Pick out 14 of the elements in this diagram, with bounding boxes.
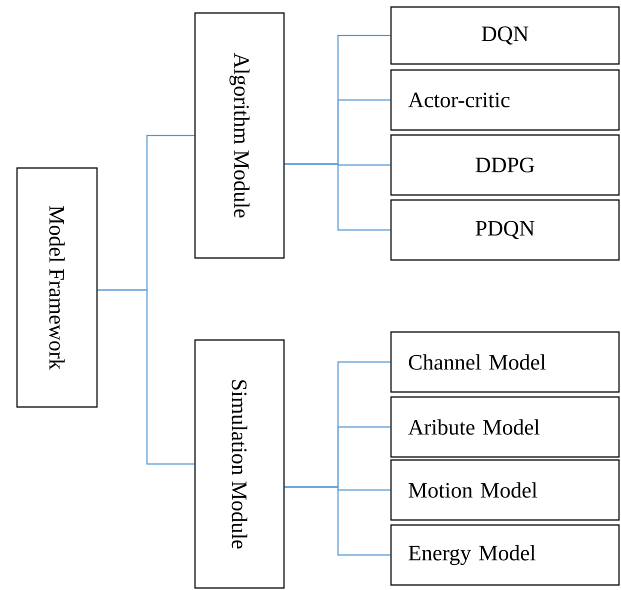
leaf-box: Energy Model — [390, 524, 620, 586]
leaf-box: DQN — [390, 6, 620, 65]
connector-line — [98, 289, 194, 465]
leaf-box: PDQN — [390, 199, 620, 261]
leaf-box: Motion Model — [390, 459, 620, 521]
leaf-box: Actor-critic — [390, 69, 620, 131]
leaf-box: Channel Model — [390, 331, 620, 393]
module-box: Algorithm Module — [194, 12, 285, 259]
module-box: Simulation Module — [194, 339, 285, 589]
connector-line — [284, 486, 390, 556]
leaf-box: DDPG — [390, 134, 620, 196]
root-box: Model Framework — [16, 167, 98, 408]
leaf-box: Aribute Model — [390, 396, 620, 458]
connector-line — [284, 163, 390, 231]
